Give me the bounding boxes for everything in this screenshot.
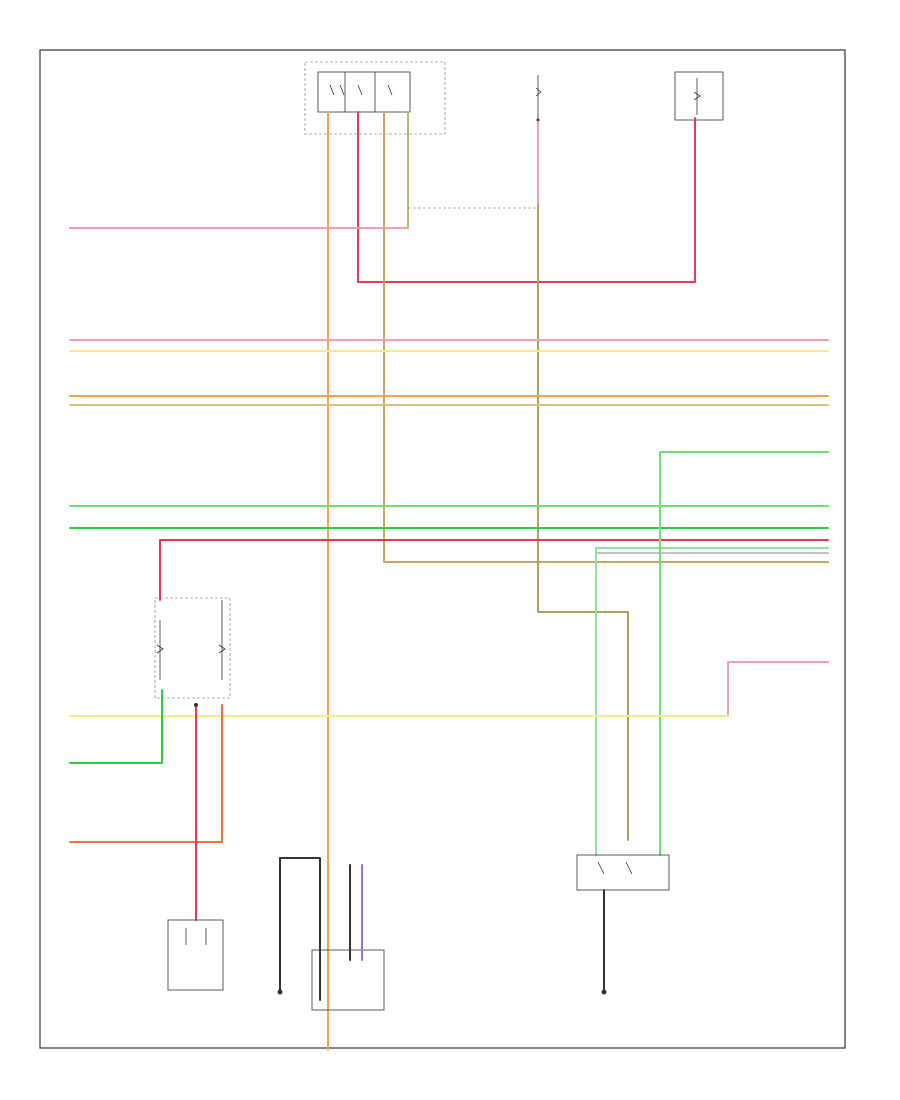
wire-right-green [659,451,829,856]
wire-red-upper [357,111,696,283]
fuel-pump-module [311,864,385,1011]
battery-fuse-box [674,71,724,121]
wire-tan-vertical [383,111,829,563]
steering-module [167,919,224,991]
wire-right-pink [727,661,829,716]
diagram-frame [39,49,846,1049]
steering-relay-module [154,597,231,707]
ground-left [277,857,283,995]
switch-right [576,854,670,995]
wire-ignition-tan [537,204,629,841]
ignition-fuse [535,75,542,122]
wire-relay-green [69,689,163,764]
wire-ground-loop [279,857,321,1001]
top-fuse-box [304,61,446,135]
wire-relay-orange-red [69,704,223,843]
